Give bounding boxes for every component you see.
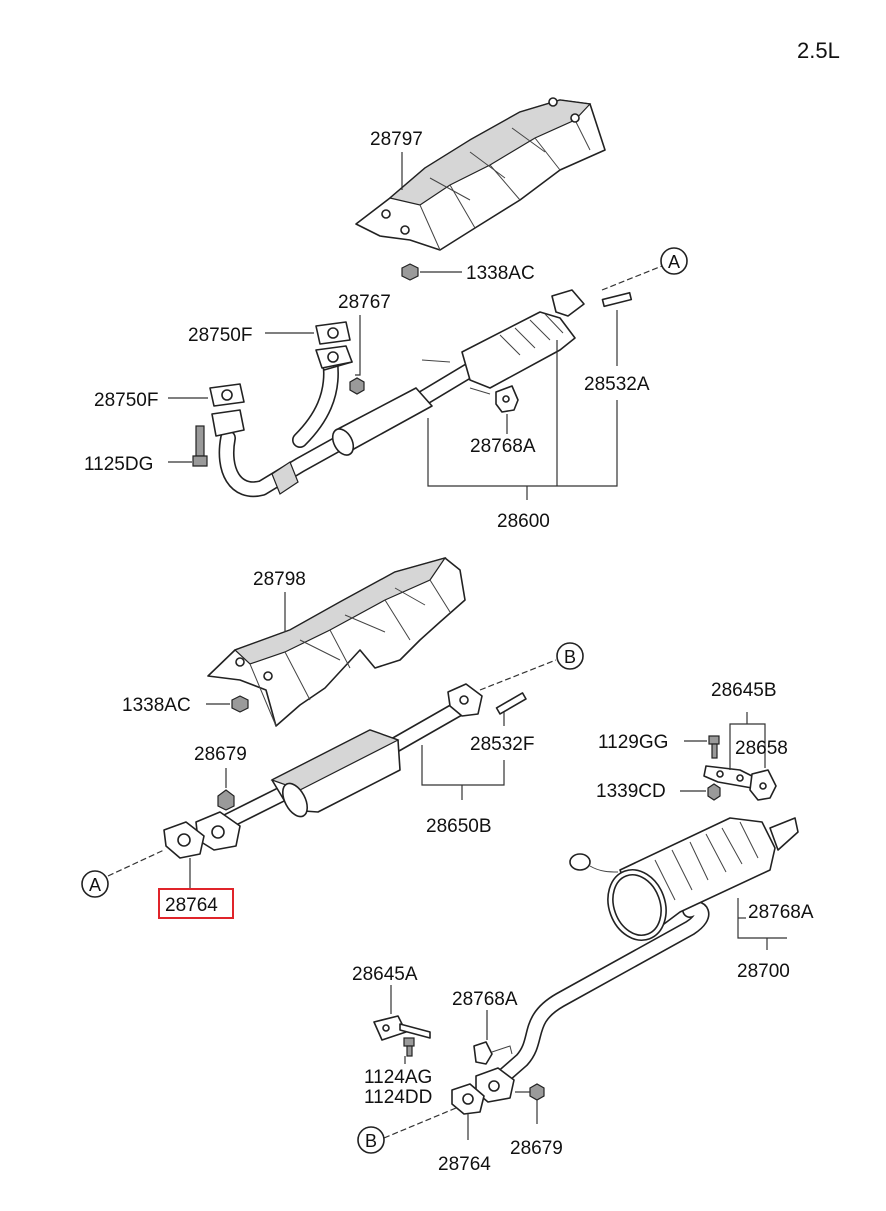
label-bolt-1124dd: 1124DD — [364, 1087, 432, 1108]
label-nut-28679-upper: 28679 — [194, 744, 247, 765]
label-hanger-28658: 28658 — [735, 738, 788, 759]
hanger-lower[interactable] — [473, 1041, 513, 1065]
label-nut-28679-lower: 28679 — [510, 1138, 563, 1159]
front-pipe[interactable] — [211, 289, 585, 498]
nut-28767[interactable] — [349, 377, 365, 395]
label-nut-upper: 1338AC — [466, 263, 535, 284]
label-heat-shield-upper: 28797 — [370, 129, 423, 150]
label-hanger-upper: 28768A — [470, 436, 536, 457]
label-bracket-28645b: 28645B — [711, 680, 777, 701]
gasket-28750f-lower[interactable] — [209, 383, 245, 407]
heat-shield-upper[interactable] — [355, 97, 606, 251]
label-stud-28532a: 28532A — [584, 374, 650, 395]
label-gasket-28764-lower: 28764 — [438, 1154, 491, 1175]
label-gasket-28764-selected: 28764 — [165, 895, 218, 916]
label-gasket-28750f-lower: 28750F — [94, 390, 158, 411]
ref-b-top: B — [564, 647, 576, 667]
label-muffler-assy: 28700 — [737, 961, 790, 982]
hanger-28658[interactable] — [749, 769, 777, 801]
label-center-pipe-assy: 28650B — [426, 816, 492, 837]
nut-28679-lower[interactable] — [529, 1083, 545, 1101]
center-pipe[interactable] — [195, 683, 483, 851]
bolt-1124[interactable] — [403, 1037, 415, 1057]
ref-a-top-circle — [660, 247, 688, 275]
bolt-1125dg[interactable] — [192, 425, 208, 467]
label-gasket-28750f-upper: 28750F — [188, 325, 252, 346]
gasket-28764-lower[interactable] — [451, 1083, 485, 1115]
label-nut-lower: 1338AC — [122, 695, 191, 716]
ref-a-mid-circle — [81, 870, 109, 898]
stud-28532f[interactable] — [495, 692, 527, 715]
engine-label: 2.5L — [797, 38, 840, 63]
label-stud-28532f: 28532F — [470, 734, 534, 755]
nut-upper[interactable] — [401, 263, 419, 281]
hanger-upper[interactable] — [495, 385, 519, 413]
label-bolt-1129gg: 1129GG — [598, 732, 668, 753]
gasket-28750f-upper[interactable] — [315, 321, 351, 345]
label-hanger-lower: 28768A — [452, 989, 518, 1010]
label-gasket-28767: 28767 — [338, 292, 391, 313]
bolt-1129gg[interactable] — [708, 735, 720, 759]
label-bracket-28645a: 28645A — [352, 964, 418, 985]
label-hanger-28768a-right: 28768A — [748, 902, 814, 923]
label-bolt-1124ag: 1124AG — [364, 1067, 432, 1088]
label-heat-shield-lower: 28798 — [253, 569, 306, 590]
ref-b-bottom-circle — [357, 1126, 385, 1154]
ref-b-bottom: B — [365, 1131, 377, 1151]
label-nut-1339cd: 1339CD — [596, 781, 666, 802]
muffler[interactable] — [475, 817, 799, 1103]
bracket-28645a[interactable] — [373, 1015, 431, 1041]
ref-a-top: A — [668, 252, 680, 272]
gasket-28767[interactable] — [315, 345, 353, 369]
heat-shield-lower[interactable] — [207, 556, 466, 727]
label-front-pipe-assy: 28600 — [497, 511, 550, 532]
label-bolt-1125dg: 1125DG — [84, 454, 153, 475]
nut-lower[interactable] — [231, 695, 249, 713]
gasket-28764-selected[interactable] — [163, 821, 205, 859]
selected-part-highlight[interactable] — [158, 888, 234, 919]
stud-28532a[interactable] — [601, 291, 633, 308]
ref-b-top-circle — [556, 642, 584, 670]
nut-28679-upper[interactable] — [217, 789, 235, 811]
nut-1339cd[interactable] — [707, 783, 721, 801]
ref-a-mid: A — [89, 875, 101, 895]
